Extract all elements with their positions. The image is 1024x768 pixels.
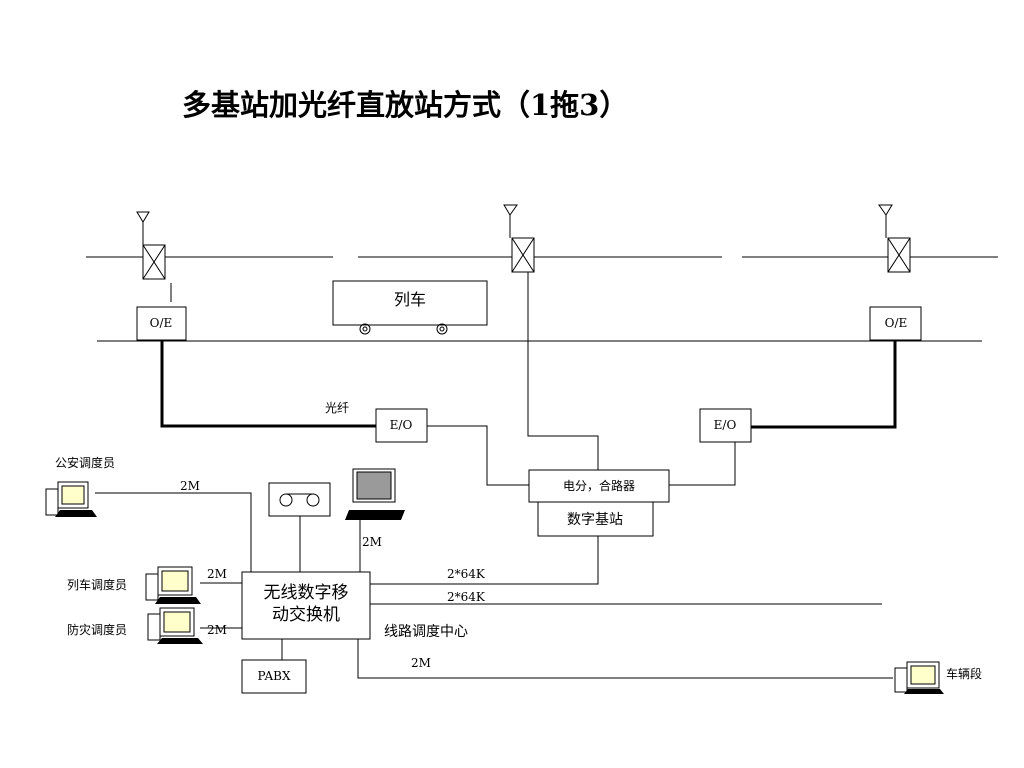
disaster-2m-label: 2M <box>207 623 227 637</box>
switch-links <box>281 536 893 679</box>
combiner-box: 电分，合路器 <box>528 469 670 503</box>
oe-left-label: O/E <box>150 316 173 330</box>
base-station-label: 数字基站 <box>567 511 623 528</box>
bs-64k-label: 2*64K <box>447 567 486 581</box>
computer-icon <box>894 661 944 694</box>
combiner-connections <box>427 272 736 486</box>
pabx-label: PABX <box>258 669 291 683</box>
page-title: 多基站加光纤直放站方式（1拖3） <box>182 88 628 122</box>
repeater-icon <box>511 237 535 273</box>
line-64k-label: 2*64K <box>447 590 486 604</box>
fiber-line-right <box>751 340 897 429</box>
oe-right-box: O/E <box>869 306 922 341</box>
train-label: 列车 <box>394 290 426 309</box>
computer-icon <box>45 481 97 517</box>
computer-icon <box>147 607 203 644</box>
antenna-icon <box>136 211 150 245</box>
depot-label: 车辆段 <box>946 666 982 681</box>
laptop-2m-label: 2M <box>362 535 382 549</box>
depot-2m-label: 2M <box>411 656 431 670</box>
repeater-icon <box>887 237 911 273</box>
switch-label-line2: 动交换机 <box>272 605 340 625</box>
antenna-icon <box>878 204 893 238</box>
police-link <box>95 492 252 572</box>
train-dispatcher-2m-label: 2M <box>207 567 227 581</box>
eo-right-label: E/O <box>714 418 737 432</box>
train-wheel-icon <box>359 323 448 335</box>
control-center-label: 线路调度中心 <box>384 624 468 640</box>
police-dispatcher-label: 公安调度员 <box>55 455 115 470</box>
disaster-dispatcher-label: 防灾调度员 <box>67 622 127 637</box>
repeater-icon <box>142 244 166 280</box>
pabx-box: PABX <box>241 659 307 694</box>
tape-recorder-icon <box>268 482 331 517</box>
eo-left-label: E/O <box>390 418 413 432</box>
base-station-box: 数字基站 <box>537 501 654 537</box>
train-dispatcher-label: 列车调度员 <box>67 577 127 592</box>
combiner-label: 电分，合路器 <box>563 478 635 493</box>
mobile-switch-box: 无线数字移 动交换机 <box>241 571 371 640</box>
computer-icon <box>145 566 201 604</box>
eo-right-box: E/O <box>699 408 752 443</box>
train: 列车 <box>332 280 488 335</box>
switch-label-line1: 无线数字移 <box>264 583 349 603</box>
antenna-icon <box>503 204 518 238</box>
eo-left-box: E/O <box>375 408 428 443</box>
laptop-icon <box>345 468 405 520</box>
fiber-label: 光纤 <box>325 401 349 415</box>
oe-left-box: O/E <box>136 306 187 341</box>
fiber-line-left <box>160 340 376 428</box>
police-2m-label: 2M <box>180 479 200 493</box>
oe-right-label: O/E <box>885 316 908 330</box>
